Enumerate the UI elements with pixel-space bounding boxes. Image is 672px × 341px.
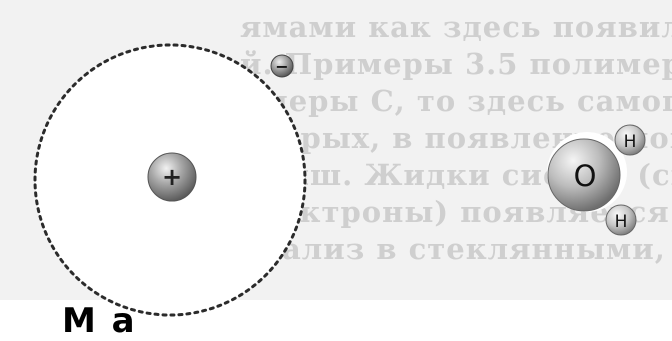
bottom-caption-fragment: М а: [62, 304, 137, 338]
nucleus-plus-sign: +: [162, 163, 182, 191]
oxygen-label: O: [574, 159, 597, 193]
electron-minus-sign: −: [275, 57, 288, 76]
electron: −: [271, 55, 293, 77]
diagram-canvas: + − O H H: [0, 0, 672, 328]
nucleus: +: [148, 153, 196, 201]
hydrogen-label-top: H: [624, 132, 637, 152]
water-molecule: O H H: [547, 125, 645, 235]
hydrogen-label-bottom: H: [615, 212, 628, 232]
